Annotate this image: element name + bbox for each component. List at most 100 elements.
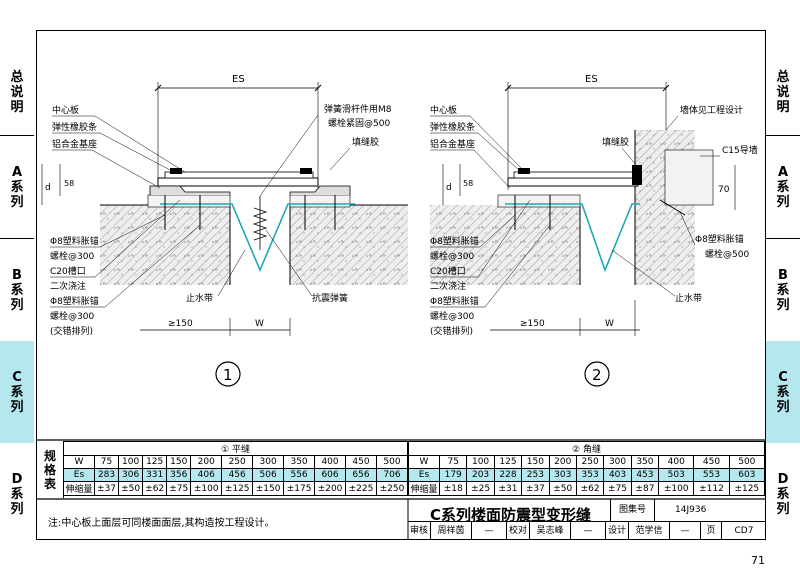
spec-cell-w: 125 (142, 455, 168, 469)
spec-cell-w: 75 (438, 455, 468, 469)
spec-cell-es: 603 (728, 468, 766, 482)
detail2-label-anchor1: Φ8塑料胀锚 (430, 235, 479, 247)
spec-cell-w: 350 (283, 455, 316, 469)
proof-label: 校对 (507, 522, 530, 540)
detail1-label-c20: C20槽口 (50, 265, 86, 277)
spec-cell-w: 350 (630, 455, 660, 469)
spec-cell-es: 503 (658, 468, 695, 482)
side-tab-b-series[interactable]: B 系 列 (10, 267, 24, 313)
detail2-label-c15: C15导墙 (722, 144, 758, 156)
detail2-label-anchor2: Φ8塑料胀锚 (430, 295, 479, 307)
spec-cell-es: 303 (548, 468, 577, 482)
detail2-label-bolt2: 螺栓@300 (430, 310, 474, 322)
detail2-dim-w: W (605, 319, 614, 329)
detail2-es-label: ES (585, 74, 598, 85)
spec-cell-movement: ±150 (252, 481, 285, 496)
detail1-label-staggered: (交错排列) (50, 325, 93, 337)
spec-header-label: 规 格 表 (37, 441, 64, 498)
spec-flat-title: ① 平缝 (63, 441, 408, 456)
spec-cell-w: 300 (252, 455, 285, 469)
side-tab-b-series-right[interactable]: B 系 列 (776, 267, 790, 313)
spec-cell-w: 150 (521, 455, 550, 469)
spec-cell-w: 200 (548, 455, 577, 469)
designer-signature: — (670, 522, 701, 540)
side-tab-overview[interactable]: 总 说 明 (10, 70, 24, 115)
spec-cell-w: 125 (493, 455, 523, 469)
spec-cell-movement: ±18 (438, 481, 468, 496)
detail1-label-sealant: 填缝胶 (352, 136, 379, 148)
spec-cell-w: 500 (728, 455, 766, 469)
spec-cell-movement: ±31 (493, 481, 523, 496)
detail1-label-bolt1: 螺栓@300 (50, 250, 94, 262)
page-number: 71 (751, 554, 765, 567)
spec-cell-movement: ±50 (548, 481, 577, 496)
spec-cell-movement: ±62 (142, 481, 168, 496)
detail2-label-waterstop: 止水带 (675, 292, 702, 304)
detail1-label-rubber-strip: 弹性橡胶条 (52, 121, 97, 133)
detail2-number: 2 (592, 366, 602, 384)
drawing-frame (36, 30, 766, 540)
spec-cell-movement: ±125 (221, 481, 254, 496)
proofer-signature: — (571, 522, 606, 540)
detail2-label-anchor-r2: 螺栓@500 (705, 248, 749, 260)
spec-cell-movement: ±100 (658, 481, 695, 496)
spec-cell-movement: ±112 (693, 481, 730, 496)
atlas-label: 图集号 (611, 499, 656, 521)
spec-cell-es: 553 (693, 468, 730, 482)
spec-cell-movement: ±250 (375, 481, 409, 496)
spec-cell-es: 203 (466, 468, 495, 482)
divider (766, 135, 800, 136)
footer-note: 注:中心板上面层可同楼面面层,其构造按工程设计。 (48, 518, 275, 529)
spec-cell-movement: ±37 (521, 481, 550, 496)
divider (0, 135, 34, 136)
side-tab-d-series-right[interactable]: D 系 列 (776, 471, 790, 517)
detail2-label-anchor-r1: Φ8塑料胀锚 (695, 233, 744, 245)
spec-cell-w: 450 (693, 455, 730, 469)
detail2-dim-d: d (446, 183, 452, 193)
detail2-dim-58: 58 (463, 179, 473, 188)
detail-1: ES (41, 74, 408, 387)
spec-cell-es: 306 (118, 468, 144, 482)
spec-cell-es: 353 (575, 468, 605, 482)
divider (766, 238, 800, 239)
spec-cell-es: 456 (221, 468, 254, 482)
detail1-label-bolt2: 螺栓@300 (50, 310, 94, 322)
side-tab-c-series-active[interactable]: C 系 列 (0, 341, 34, 443)
detail2-label-wall: 墙体见工程设计 (680, 104, 743, 116)
page-code: CD7 (734, 526, 754, 536)
spec-cell-movement: ±87 (630, 481, 660, 496)
spec-cell-es: 556 (283, 468, 316, 482)
spec-cell-w: 250 (221, 455, 254, 469)
side-tab-a-series-right[interactable]: A 系 列 (776, 164, 790, 210)
spec-cell-movement: ±62 (575, 481, 605, 496)
page-label: 页 (701, 522, 722, 540)
reviewer: 周祥茵 (431, 522, 472, 540)
spec-row-label: 伸缩量 (63, 481, 95, 496)
spec-cell-es: 356 (166, 468, 192, 482)
detail2-label-sealant: 填缝胶 (602, 136, 629, 148)
spec-cell-es: 179 (438, 468, 468, 482)
spec-cell-w: 100 (118, 455, 144, 469)
drawing-title: C系列楼面防震型变形缝 (430, 506, 592, 524)
side-tab-d-series[interactable]: D 系 列 (10, 471, 24, 517)
spec-cell-movement: ±175 (283, 481, 316, 496)
side-tab-c-series-right-active[interactable]: C 系 列 (766, 341, 800, 443)
spec-cell-movement: ±200 (314, 481, 347, 496)
spec-corner-title: ② 角缝 (408, 441, 765, 456)
spec-cell-movement: ±125 (728, 481, 766, 496)
divider (0, 238, 34, 239)
spec-cell-w: 200 (190, 455, 223, 469)
spec-cell-movement: ±225 (345, 481, 377, 496)
detail1-dim-58: 58 (64, 179, 74, 188)
detail1-label-center-plate: 中心板 (52, 104, 79, 116)
detail1-es-label: ES (232, 74, 245, 85)
spec-cell-w: 400 (658, 455, 695, 469)
side-tab-overview-right[interactable]: 总 说 明 (776, 70, 790, 115)
spec-cell-movement: ±75 (166, 481, 192, 496)
side-tab-a-series[interactable]: A 系 列 (10, 164, 24, 210)
detail1-number: 1 (223, 366, 233, 384)
detail2-label-second-pour: 二次浇注 (430, 280, 466, 292)
